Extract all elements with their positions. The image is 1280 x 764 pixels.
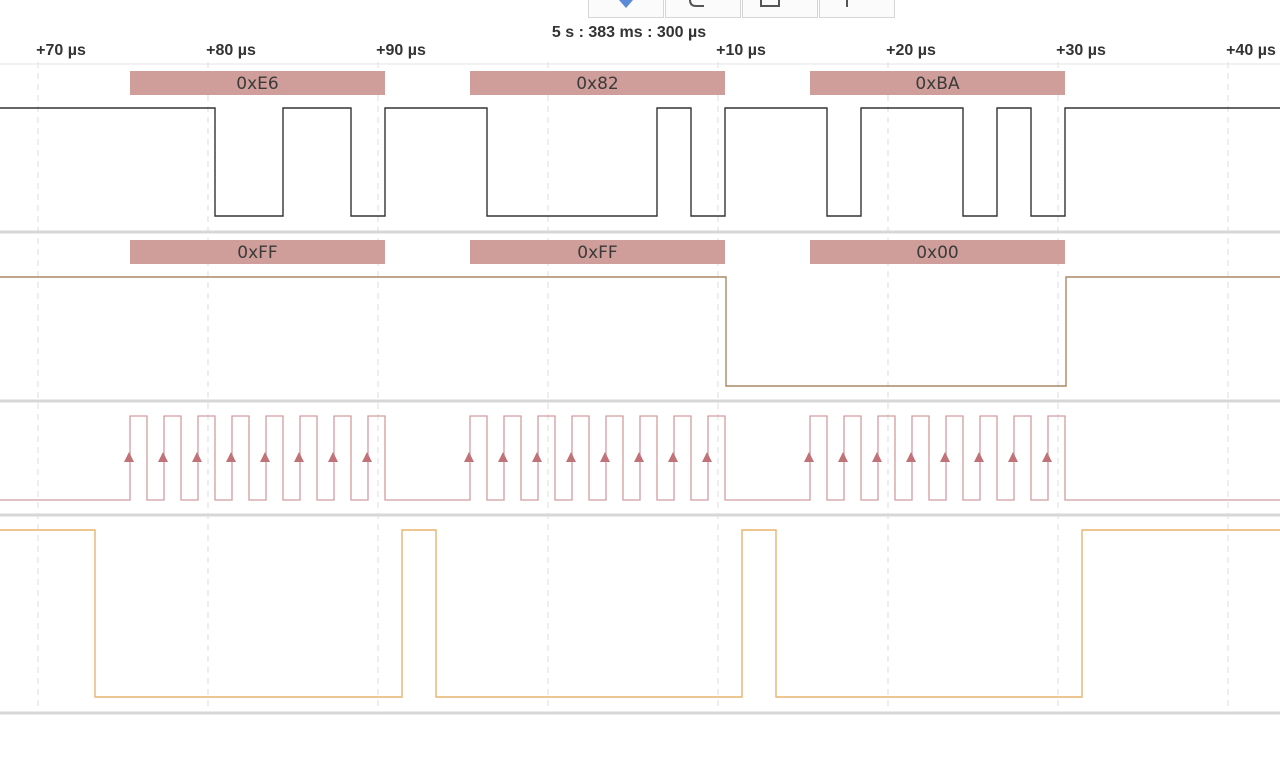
channel-1-decode-row[interactable]: 0xFF 0xFF 0x00: [130, 240, 1065, 264]
decode-box[interactable]: [470, 240, 725, 264]
rising-edge-marker: [804, 452, 814, 462]
rising-edge-marker: [634, 452, 644, 462]
rising-edge-marker: [464, 452, 474, 462]
play-button[interactable]: [588, 0, 664, 18]
ruler-tick-label: +40 µs: [1226, 42, 1276, 59]
decode-box[interactable]: [470, 71, 725, 95]
rising-edge-marker: [260, 452, 270, 462]
channel-tracks[interactable]: 0xE6 0x82 0xBA 0xFF 0xFF 0x00: [0, 71, 1280, 698]
rising-edge-marker: [838, 452, 848, 462]
rising-edge-marker: [362, 452, 372, 462]
play-icon: [619, 0, 633, 8]
decode-box[interactable]: [810, 71, 1065, 95]
rising-edge-marker: [940, 452, 950, 462]
decode-label: 0x00: [916, 243, 959, 263]
decode-label: 0xFF: [237, 243, 277, 263]
ruler-tick-label: +70 µs: [36, 42, 86, 59]
center-timestamp: 5 s : 383 ms : 300 µs: [552, 24, 706, 41]
rising-edge-marker: [974, 452, 984, 462]
decode-label: 0xE6: [236, 74, 278, 94]
channel-0-decode-row[interactable]: 0xE6 0x82 0xBA: [130, 71, 1065, 95]
save-button[interactable]: [742, 0, 818, 18]
decode-label: 0xBA: [915, 74, 960, 94]
rising-edge-marker: [872, 452, 882, 462]
rising-edge-marker: [532, 452, 542, 462]
ruler-tick-label: +30 µs: [1056, 42, 1106, 59]
channel-0-waveform[interactable]: [0, 107, 1280, 217]
loop-button[interactable]: [665, 0, 741, 18]
decode-box[interactable]: [810, 240, 1065, 264]
channel-2-waveform[interactable]: [0, 415, 1280, 501]
save-icon: [760, 0, 780, 7]
rising-edge-marker: [294, 452, 304, 462]
ruler-tick-label: +80 µs: [206, 42, 256, 59]
rising-edge-marker: [192, 452, 202, 462]
add-button[interactable]: [819, 0, 895, 18]
decode-box[interactable]: [130, 71, 385, 95]
ruler-tick-label: +90 µs: [376, 42, 426, 59]
ruler-tick-label: +20 µs: [886, 42, 936, 59]
rising-edge-marker: [566, 452, 576, 462]
decode-label: 0x82: [576, 74, 619, 94]
channel-3-waveform[interactable]: [0, 529, 1280, 698]
decode-label: 0xFF: [577, 243, 617, 263]
clock-edge-markers: [124, 452, 1052, 462]
decode-box[interactable]: [130, 240, 385, 264]
rising-edge-marker: [668, 452, 678, 462]
channel-separators: [0, 63, 1280, 715]
rising-edge-marker: [1008, 452, 1018, 462]
rising-edge-marker: [498, 452, 508, 462]
rising-edge-marker: [702, 452, 712, 462]
rising-edge-marker: [600, 452, 610, 462]
rising-edge-marker: [226, 452, 236, 462]
loop-icon: [689, 0, 704, 7]
add-icon: [846, 0, 848, 7]
rising-edge-marker: [124, 452, 134, 462]
rising-edge-marker: [1042, 452, 1052, 462]
rising-edge-marker: [906, 452, 916, 462]
time-ruler[interactable]: +70 µs +80 µs +90 µs +10 µs +20 µs +30 µs +40 …: [36, 42, 1276, 59]
rising-edge-marker: [328, 452, 338, 462]
ruler-tick-label: +10 µs: [716, 42, 766, 59]
channel-1-waveform[interactable]: [0, 276, 1280, 387]
rising-edge-marker: [158, 452, 168, 462]
grid-lines: [37, 62, 1229, 708]
